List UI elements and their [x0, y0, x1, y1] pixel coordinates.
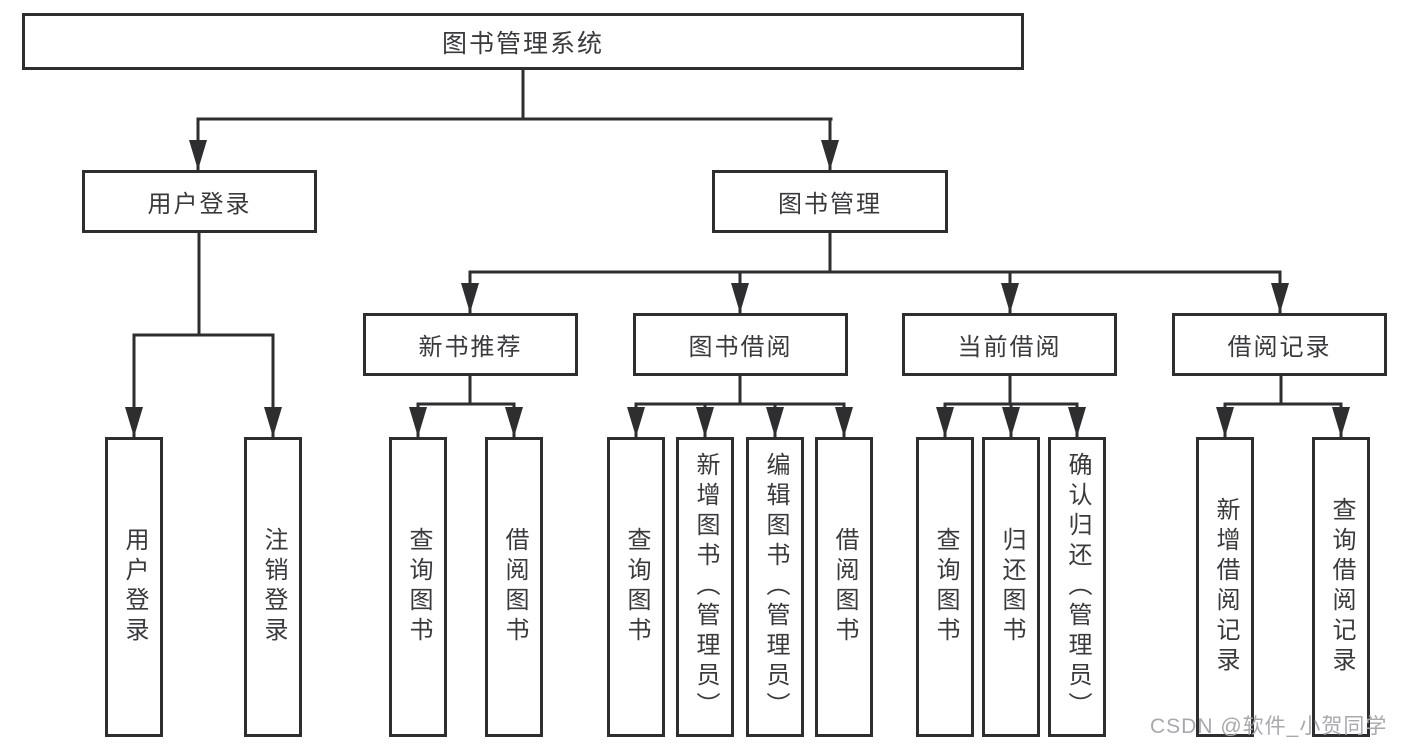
leaf-logout: 注销登录 — [244, 437, 302, 737]
leaf-confirm-return-admin: 确认归还（管理员） — [1048, 437, 1106, 737]
node-book-management: 图书管理 — [712, 170, 948, 233]
node-borrow-records: 借阅记录 — [1172, 313, 1387, 376]
leaf-add-borrow-record: 新增借阅记录 — [1196, 437, 1254, 737]
leaf-borrow-books: 借阅图书 — [485, 437, 543, 737]
node-new-book-recommend: 新书推荐 — [363, 313, 578, 376]
leaf-query-borrow-record: 查询借阅记录 — [1312, 437, 1370, 737]
leaf-edit-book-admin: 编辑图书（管理员） — [746, 437, 804, 737]
node-user-login: 用户登录 — [82, 170, 317, 233]
leaf-return-books: 归还图书 — [982, 437, 1040, 737]
node-current-borrow: 当前借阅 — [902, 313, 1117, 376]
leaf-query-books: 查询图书 — [916, 437, 974, 737]
leaf-add-book-admin: 新增图书（管理员） — [676, 437, 734, 737]
leaf-borrow-books: 借阅图书 — [815, 437, 873, 737]
csdn-watermark: CSDN @软件_小贺同学 — [1150, 715, 1388, 738]
leaf-query-books: 查询图书 — [607, 437, 665, 737]
node-book-borrow: 图书借阅 — [633, 313, 848, 376]
leaf-user-login: 用户登录 — [105, 437, 163, 737]
leaf-query-books: 查询图书 — [389, 437, 447, 737]
node-library-management-system: 图书管理系统 — [22, 13, 1024, 70]
